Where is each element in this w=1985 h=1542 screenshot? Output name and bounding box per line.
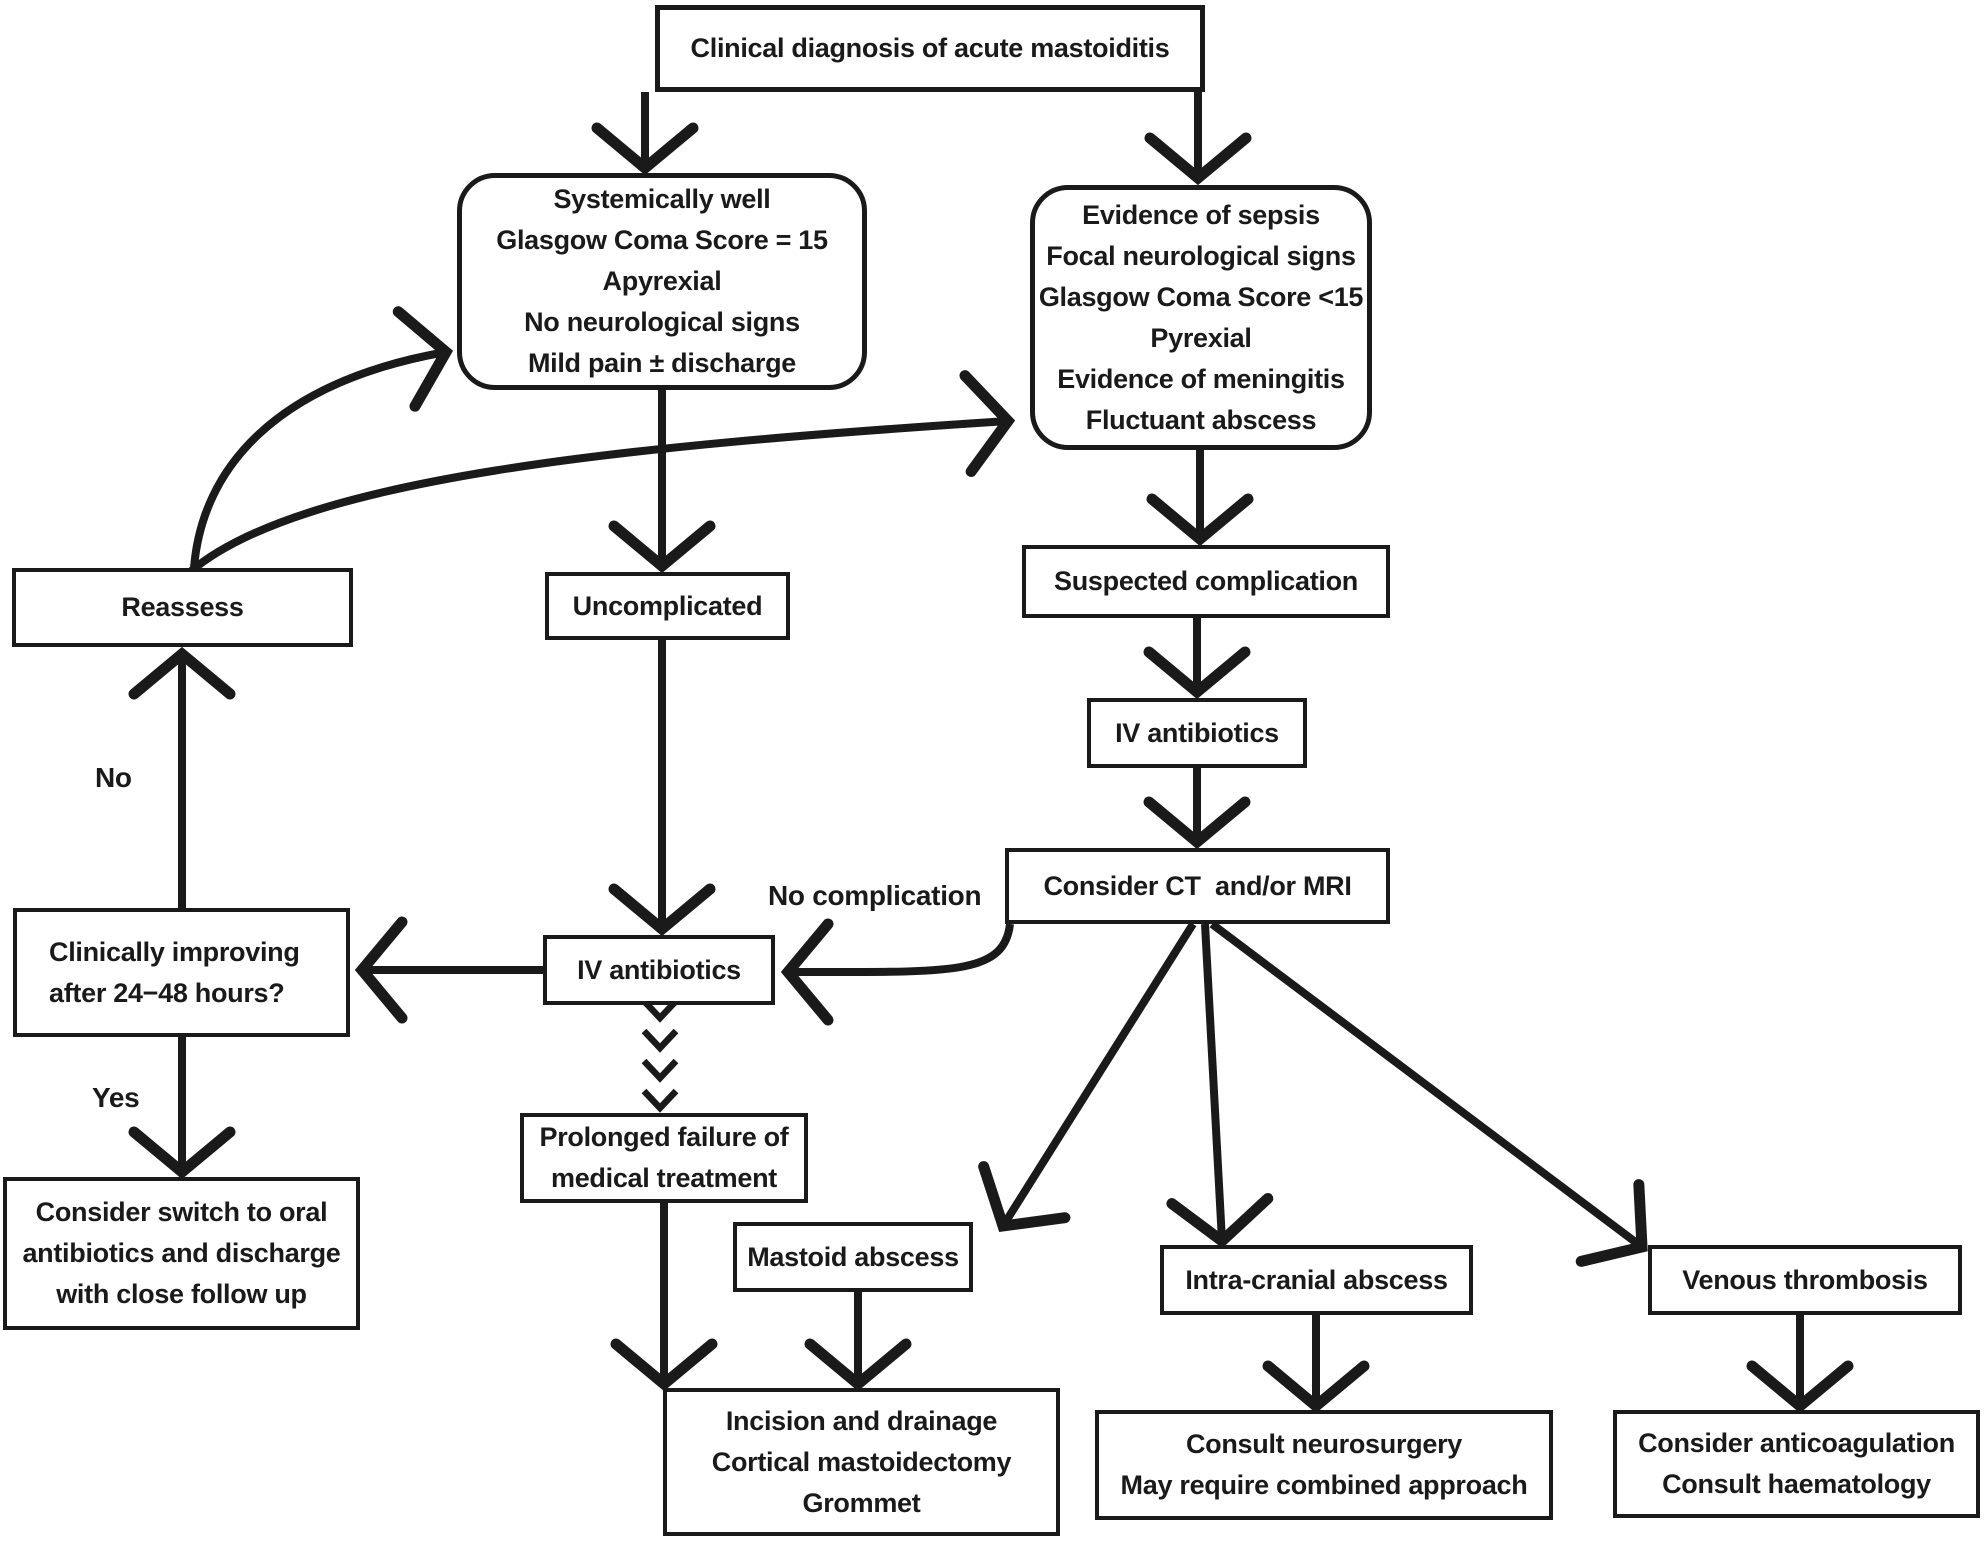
dashed-chevron-2 [641,1028,679,1053]
edge-label-no: No [95,762,132,793]
node-clinically-improving: Clinically improving after 24−48 hours? [13,908,350,1037]
dashed-chevron-3 [641,1058,679,1083]
node-consider-anticoagulation: Consider anticoagulation Consult haemato… [1613,1410,1980,1518]
node-iv-antibiotics-left: IV antibiotics [543,935,775,1005]
node-suspected-complication: Suspected complication [1022,545,1390,618]
node-venous-thrombosis: Venous thrombosis [1648,1245,1962,1315]
node-systemically-well: Systemically well Glasgow Coma Score = 1… [457,173,867,390]
node-intracranial-abscess: Intra-cranial abscess [1160,1245,1473,1315]
dashed-chevron-arrow [641,998,679,1113]
dashed-chevron-1 [641,998,679,1023]
node-clinical-diagnosis: Clinical diagnosis of acute mastoiditis [655,5,1205,92]
edge-label-yes: Yes [92,1082,140,1113]
node-uncomplicated: Uncomplicated [545,572,790,640]
node-incision-drainage: Incision and drainage Cortical mastoidec… [663,1388,1060,1536]
node-consult-neurosurgery: Consult neurosurgery May require combine… [1095,1410,1553,1520]
arrow-ct-to-mastoid [978,921,1197,1233]
node-prolonged-failure: Prolonged failure of medical treatment [520,1113,808,1203]
arrow-reassess-to-well-curve [190,306,454,569]
arrow-ct-to-venous [1209,920,1648,1267]
dashed-chevron-4 [641,1088,679,1113]
node-consider-ct-mri: Consider CT and/or MRI [1005,848,1390,924]
arrow-ct-to-intra [1166,923,1274,1249]
node-iv-antibiotics-right: IV antibiotics [1087,698,1307,768]
arrow-reassess-to-sepsis-curve [187,370,1016,576]
edge-label-no-complication: No complication [768,880,982,911]
node-reassess: Reassess [12,568,353,647]
node-evidence-of-sepsis: Evidence of sepsis Focal neurological si… [1030,185,1372,450]
node-mastoid-abscess: Mastoid abscess [733,1222,973,1292]
arrow-no-complication-curve [780,918,1014,1026]
node-switch-oral-antibiotics: Consider switch to oral antibiotics and … [3,1177,360,1330]
